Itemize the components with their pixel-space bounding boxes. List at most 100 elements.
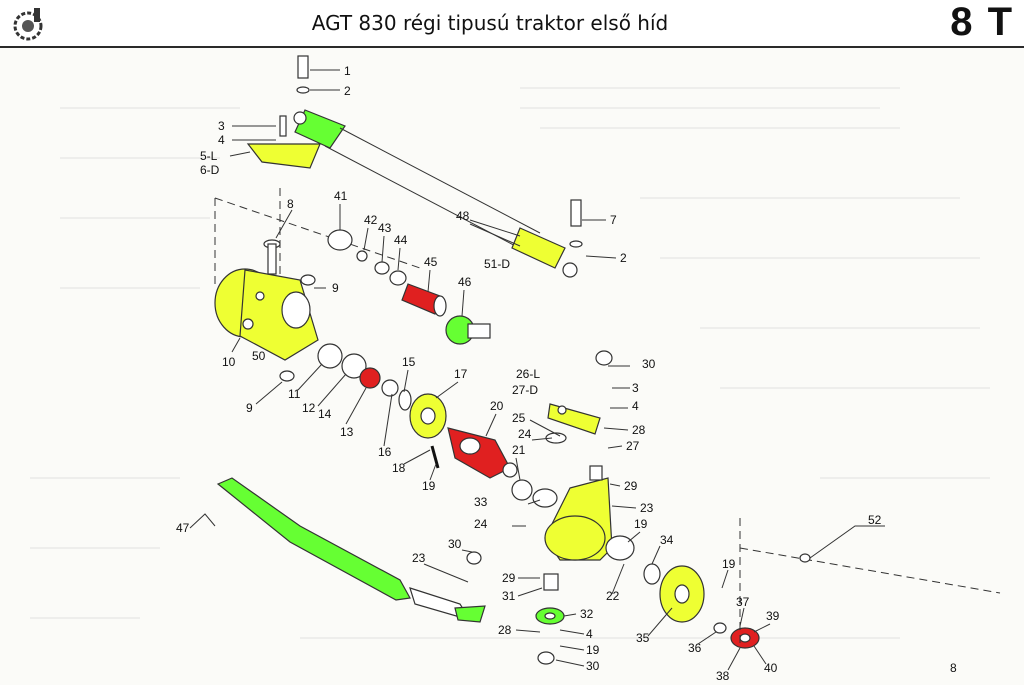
part-label: 10 bbox=[222, 355, 236, 369]
background-texture bbox=[30, 87, 990, 639]
bolt-7 bbox=[569, 199, 583, 248]
steering-arm-bracket bbox=[246, 115, 321, 169]
part-label: 51-D bbox=[484, 257, 510, 271]
part-label: 52 bbox=[868, 513, 882, 527]
drag-link-47 bbox=[216, 477, 486, 623]
part-label: 23 bbox=[412, 551, 426, 565]
part-label: 35 bbox=[636, 631, 650, 645]
part-label: 12 bbox=[302, 401, 316, 415]
part-label: 22 bbox=[606, 589, 620, 603]
cap-9-bottom bbox=[279, 370, 295, 382]
part-label: 29 bbox=[502, 571, 516, 585]
bearing-21 bbox=[511, 479, 533, 501]
part-label: 30 bbox=[642, 357, 656, 371]
bearing-33 bbox=[532, 488, 558, 508]
page-code: 8 T bbox=[950, 0, 1014, 44]
part-label: 24 bbox=[518, 427, 532, 441]
part-label: 8 bbox=[950, 661, 957, 675]
part-label: 2 bbox=[620, 251, 627, 265]
washer-32 bbox=[535, 607, 565, 625]
part-label: 30 bbox=[448, 537, 462, 551]
part-label: 42 bbox=[364, 213, 378, 227]
part-label: 33 bbox=[474, 495, 488, 509]
gear-logo-icon bbox=[13, 8, 43, 41]
axle-housing-left bbox=[214, 268, 319, 361]
part-label: 28 bbox=[498, 623, 512, 637]
part-label: 1 bbox=[344, 64, 351, 78]
part-label: 43 bbox=[378, 221, 392, 235]
part-label: 9 bbox=[332, 281, 339, 295]
assembly-dashed-frame bbox=[214, 188, 421, 288]
hub-cap-38 bbox=[730, 627, 760, 649]
leader-52 bbox=[809, 525, 885, 559]
washer-36 bbox=[713, 622, 727, 634]
part-label: 25 bbox=[512, 411, 526, 425]
leader-lines bbox=[229, 69, 771, 671]
sleeve-31 bbox=[543, 573, 559, 591]
part-label: 4 bbox=[586, 627, 593, 641]
part-label: 3 bbox=[632, 381, 639, 395]
header-rule bbox=[0, 46, 1024, 48]
part-label: 2 bbox=[344, 84, 351, 98]
part-label: 27 bbox=[626, 439, 640, 453]
part-label: 36 bbox=[688, 641, 702, 655]
part-label: 40 bbox=[764, 661, 778, 675]
part-label: 8 bbox=[287, 197, 294, 211]
universal-joint-20 bbox=[447, 427, 518, 479]
part-label: 28 bbox=[632, 423, 646, 437]
part-label: 3 bbox=[218, 119, 225, 133]
gear-46 bbox=[445, 315, 491, 345]
page-header: AGT 830 régi tipusú traktor első híd 8 T bbox=[0, 0, 1024, 46]
steering-arm-26 bbox=[547, 403, 601, 435]
exploded-parts-diagram: 1 2 3 4 5-L 6-D 8 41 42 43 44 45 46 48 5… bbox=[30, 55, 1001, 683]
drive-shaft-45 bbox=[401, 283, 447, 317]
nut-30-bottom bbox=[537, 651, 555, 665]
part-label: 16 bbox=[378, 445, 392, 459]
part-labels: 1 2 3 4 5-L 6-D 8 41 42 43 44 45 46 48 5… bbox=[176, 64, 957, 683]
wheel-hub-35 bbox=[659, 565, 705, 623]
part-label: 19 bbox=[634, 517, 648, 531]
part-label: 7 bbox=[610, 213, 617, 227]
part-label: 19 bbox=[722, 557, 736, 571]
part-label: 50 bbox=[252, 349, 266, 363]
part-label: 14 bbox=[318, 407, 332, 421]
part-label: 18 bbox=[392, 461, 406, 475]
part-label: 9 bbox=[246, 401, 253, 415]
kingpin-8 bbox=[263, 239, 281, 275]
bolt-1 bbox=[296, 55, 310, 94]
washer-24-top bbox=[545, 432, 567, 444]
nut-30-top bbox=[595, 350, 613, 366]
cap-9-top bbox=[300, 274, 316, 286]
dashed-frame-right bbox=[739, 518, 1001, 648]
part-label: 17 bbox=[454, 367, 468, 381]
page-title: AGT 830 régi tipusú traktor első híd bbox=[311, 11, 669, 35]
part-label: 30 bbox=[586, 659, 600, 673]
part-label: 19 bbox=[422, 479, 436, 493]
part-label: 15 bbox=[402, 355, 416, 369]
part-label: 37 bbox=[736, 595, 750, 609]
part-label: 23 bbox=[640, 501, 654, 515]
part-label: 20 bbox=[490, 399, 504, 413]
part-label: 4 bbox=[218, 133, 225, 147]
part-label: 44 bbox=[394, 233, 408, 247]
part-label: 48 bbox=[456, 209, 470, 223]
part-label: 29 bbox=[624, 479, 638, 493]
leader-47 bbox=[189, 513, 216, 529]
part-label: 31 bbox=[502, 589, 516, 603]
part-label: 24 bbox=[474, 517, 488, 531]
part-label: 11 bbox=[288, 387, 301, 401]
steering-knuckle bbox=[544, 465, 635, 561]
part-label: 45 bbox=[424, 255, 438, 269]
part-label: 46 bbox=[458, 275, 472, 289]
bearing-stack-middle bbox=[317, 343, 412, 411]
plug-52 bbox=[799, 553, 811, 563]
part-label: 21 bbox=[512, 443, 526, 457]
part-label: 27-D bbox=[512, 383, 538, 397]
flange-17 bbox=[409, 393, 447, 439]
part-label: 38 bbox=[716, 669, 730, 683]
bearing-stack-upper bbox=[327, 229, 407, 286]
part-label: 41 bbox=[334, 189, 348, 203]
ring-34 bbox=[643, 563, 661, 585]
part-label: 5-L bbox=[200, 149, 218, 163]
